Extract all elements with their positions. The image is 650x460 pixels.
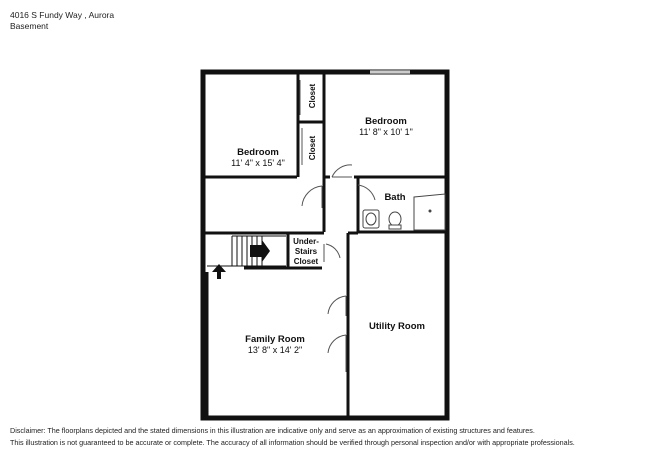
doors [299,80,376,372]
family-room-name: Family Room [245,334,305,345]
bath-fixtures [362,193,446,231]
stairs [207,235,286,267]
understairs-line2: Stairs [295,247,318,256]
disclaimer-line-2: This illustration is not guaranteed to b… [10,438,575,447]
understairs-line3: Closet [294,257,319,266]
bedroom1-name: Bedroom [237,147,279,158]
utility-room-name: Utility Room [369,321,425,332]
disclaimer-line-1: Disclaimer: The floorplans depicted and … [10,426,535,435]
closet2-label: Closet [308,135,317,160]
closet1-label: Closet [308,83,317,108]
stair-up-arrow-icon [212,264,226,279]
family-room-dims: 13' 8" x 14' 2" [248,345,302,355]
bedroom2-name: Bedroom [365,116,407,127]
floor-level-label: Basement [10,21,49,31]
stair-direction-arrow-icon [250,240,270,262]
bath-label: Bath [384,192,405,203]
interior-walls [203,72,447,418]
understairs-line1: Under- [293,237,319,246]
bedroom2-dims: 11' 8" x 10' 1" [359,127,413,137]
bedroom1-dims: 11' 4" x 15' 4" [231,158,285,168]
property-address: 4016 S Fundy Way , Aurora [10,10,115,20]
toilet [388,211,402,227]
